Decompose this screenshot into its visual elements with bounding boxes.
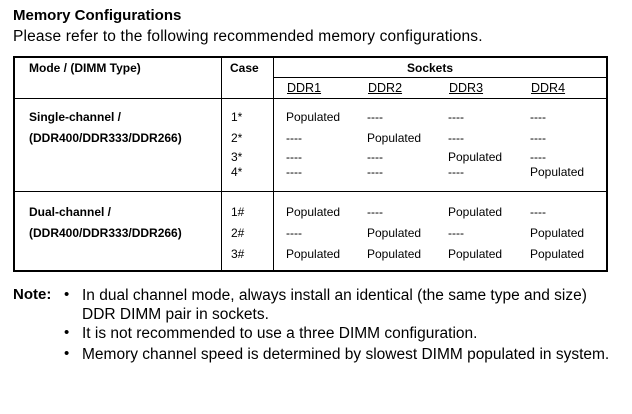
socket-cell: ---- xyxy=(286,165,302,179)
socket-cell: ---- xyxy=(448,226,464,240)
col-divider-case xyxy=(273,58,274,270)
note-item: It is not recommended to use a three DIM… xyxy=(82,325,478,342)
bullet-icon: • xyxy=(64,286,70,303)
socket-cell: ---- xyxy=(448,165,464,179)
socket-cell: ---- xyxy=(286,226,302,240)
socket-cell: Populated xyxy=(367,131,422,145)
socket-cell: ---- xyxy=(448,110,464,124)
socket-cell: ---- xyxy=(286,131,302,145)
note-item: In dual channel mode, always install an … xyxy=(82,287,587,323)
socket-cell: ---- xyxy=(530,131,546,145)
case-cell: 3# xyxy=(231,247,245,261)
socket-label-ddr2: DDR2 xyxy=(368,81,403,95)
bullet-icon: • xyxy=(64,345,70,362)
socket-cell: Populated xyxy=(286,247,341,261)
group-divider-line xyxy=(15,191,606,192)
socket-cell: Populated xyxy=(448,150,503,164)
socket-cell: Populated xyxy=(286,205,341,219)
socket-label-ddr3: DDR3 xyxy=(449,81,484,95)
socket-cell: Populated xyxy=(530,165,585,179)
socket-label-ddr1: DDR1 xyxy=(287,81,322,95)
socket-cell: Populated xyxy=(448,247,503,261)
socket-cell: Populated xyxy=(286,110,341,124)
socket-cell: ---- xyxy=(286,150,302,164)
case-cell: 3* xyxy=(231,150,243,164)
socket-cell: Populated xyxy=(448,205,503,219)
socket-cell: Populated xyxy=(367,226,422,240)
socket-cell: Populated xyxy=(530,247,585,261)
single-channel-mode-line2: (DDR400/DDR333/DDR266) xyxy=(29,131,182,145)
socket-cell: Populated xyxy=(367,247,422,261)
note-item: Memory channel speed is determined by sl… xyxy=(82,346,610,363)
socket-cell: ---- xyxy=(530,205,546,219)
socket-cell: Populated xyxy=(530,226,585,240)
bullet-icon: • xyxy=(64,324,70,341)
socket-label-ddr4: DDR4 xyxy=(531,81,566,95)
header-mode: Mode / (DIMM Type) xyxy=(29,61,141,75)
col-divider-mode xyxy=(221,58,222,270)
socket-cell: ---- xyxy=(530,150,546,164)
note-label: Note: xyxy=(13,286,52,303)
socket-cell: ---- xyxy=(367,150,383,164)
socket-cell: ---- xyxy=(530,110,546,124)
memory-config-table: Mode / (DIMM Type) Case Sockets DDR1 DDR… xyxy=(13,56,608,272)
socket-cell: ---- xyxy=(367,165,383,179)
socket-cell: ---- xyxy=(367,205,383,219)
dual-channel-mode-line1: Dual-channel / xyxy=(29,205,112,219)
sockets-header-underline xyxy=(274,77,606,78)
page-title: Memory Configurations xyxy=(13,7,182,24)
socket-cell: ---- xyxy=(367,110,383,124)
case-cell: 4* xyxy=(231,165,243,179)
header-case: Case xyxy=(230,61,259,75)
header-bottom-line xyxy=(15,98,606,99)
case-cell: 2# xyxy=(231,226,245,240)
single-channel-mode-line1: Single-channel / xyxy=(29,110,122,124)
header-sockets: Sockets xyxy=(407,61,454,75)
case-cell: 1# xyxy=(231,205,245,219)
socket-cell: ---- xyxy=(448,131,464,145)
case-cell: 1* xyxy=(231,110,243,124)
page-subtitle: Please refer to the following recommende… xyxy=(13,28,483,45)
dual-channel-mode-line2: (DDR400/DDR333/DDR266) xyxy=(29,226,182,240)
case-cell: 2* xyxy=(231,131,243,145)
